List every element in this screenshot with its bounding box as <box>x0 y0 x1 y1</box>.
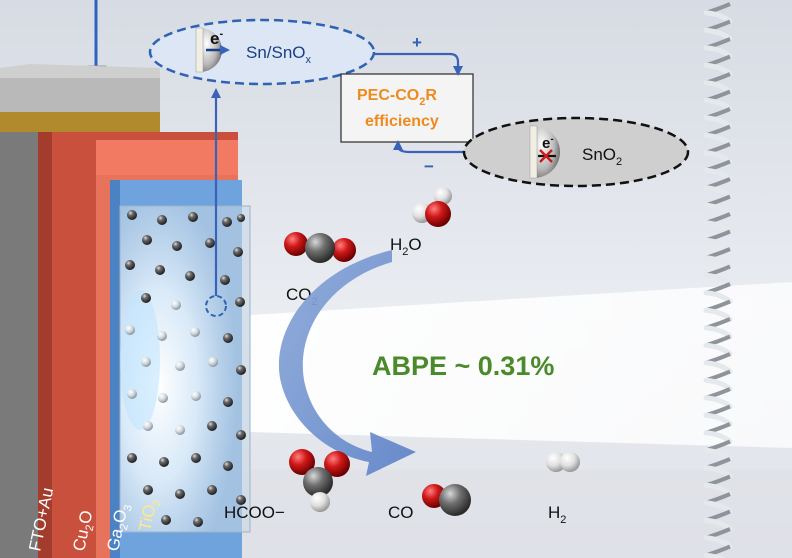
electron-label: e <box>210 29 219 48</box>
plus-sign: + <box>412 33 422 52</box>
pec-efficiency-box: PEC-CO2R efficiency <box>340 73 474 143</box>
spring-coil-front <box>703 552 726 558</box>
fto-side <box>0 132 40 558</box>
counter-electrode-spring <box>703 2 733 558</box>
sno2-label: SnO2 <box>582 145 622 168</box>
reaction-arrow <box>278 250 416 476</box>
svg-text:e-: e- <box>542 134 554 152</box>
svg-text:e-: e- <box>210 28 223 48</box>
fto-face <box>0 78 160 118</box>
layer-label-cu2o: Cu2O <box>69 509 99 554</box>
light-beam <box>250 282 792 448</box>
minus-sign: − <box>424 157 434 176</box>
sn-snox-label: Sn/SnOx <box>246 43 312 66</box>
h2o-molecule <box>412 187 452 227</box>
layer-label-tio2: TiO2 <box>135 497 163 534</box>
pec-box <box>340 73 474 143</box>
pec-title: PEC-CO2R <box>357 87 437 108</box>
h2-label: H2 <box>548 503 566 526</box>
ga2o3-layer <box>96 140 238 180</box>
co-molecule <box>422 484 471 516</box>
negative-effect-arrow <box>393 140 466 154</box>
sn-nanoparticles <box>125 210 246 527</box>
layer-label-ga2o3: Ga2O3 <box>103 502 135 554</box>
sno2-ellipse <box>462 116 690 188</box>
selected-particle-ring <box>205 295 227 317</box>
fto-top <box>0 64 160 80</box>
positive-effect-arrow <box>374 52 463 76</box>
abpe-label: ABPE ~ 0.31% <box>372 351 554 381</box>
pec-subtitle: efficiency <box>365 113 439 130</box>
co2-molecule <box>284 232 356 263</box>
sno2-particle-icon <box>534 126 560 178</box>
sn-snox-bubble: e- Sn/SnOx <box>148 18 376 86</box>
hcoo-molecule <box>289 449 350 512</box>
au-layer <box>0 112 160 134</box>
h2o-label: H2O <box>390 235 422 258</box>
hcoo-label: HCOO− <box>224 503 285 522</box>
sno2-bubble: e- SnO2 <box>462 116 690 188</box>
blocked-transfer-icon <box>539 149 553 163</box>
h2-molecule <box>546 452 580 472</box>
photoelectrode <box>0 64 251 558</box>
co-label: CO <box>388 503 414 522</box>
